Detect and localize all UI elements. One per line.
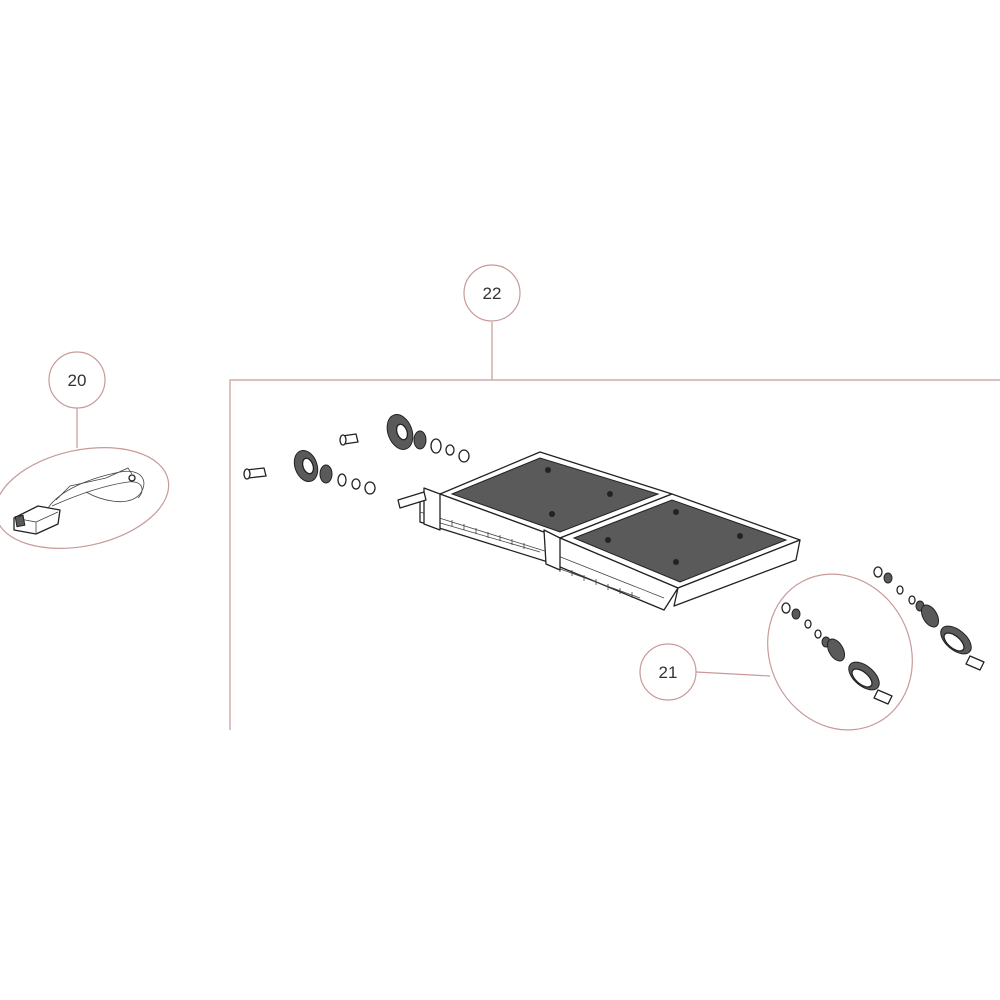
- washer-lower-1: [319, 464, 333, 484]
- washer-21-2: [791, 608, 801, 620]
- bolt-21: [873, 689, 893, 705]
- switch-body: [13, 505, 61, 535]
- callout-22-bubble: [463, 264, 521, 322]
- washer-21-6: [873, 566, 883, 578]
- sliding-table-part[interactable]: [397, 451, 801, 611]
- callout-20[interactable]: 20: [0, 351, 178, 563]
- mesh-clamp-dots: [545, 467, 743, 565]
- callout-21[interactable]: 21: [639, 549, 939, 756]
- table-axle-rod: [397, 491, 427, 509]
- bearing-lower-hub: [301, 457, 315, 475]
- harness-wire-a: [47, 470, 145, 509]
- harness-connector: [128, 474, 136, 482]
- bolt-lower-head: [243, 468, 251, 480]
- hardware-stack-upper[interactable]: [339, 411, 470, 463]
- callout-20-group-ellipse: [0, 447, 170, 549]
- callout-22-label: 22: [483, 284, 502, 303]
- wheel-21-large-outer-face: [943, 632, 965, 652]
- hardware-stack-lower[interactable]: [243, 447, 376, 495]
- callout-20-bubble: [48, 351, 106, 409]
- washer-21-1: [781, 602, 791, 614]
- wheel-21-small: [826, 638, 846, 662]
- callout-21-label: 21: [659, 663, 678, 682]
- wheel-hardware-inside[interactable]: [781, 602, 893, 705]
- switch-terminal: [14, 514, 26, 528]
- callout-21-leader: [695, 671, 771, 677]
- washer-upper-1: [413, 430, 427, 450]
- washer-upper-3: [445, 444, 455, 456]
- washer-21-4: [814, 629, 822, 639]
- washer-21-9: [908, 595, 916, 605]
- harness-wire-b: [51, 481, 143, 507]
- nut-lower: [364, 481, 376, 495]
- washer-21-8: [896, 585, 904, 595]
- table-left-end-plate: [423, 487, 441, 531]
- table-right-mesh: [572, 499, 788, 583]
- washer-upper-2: [430, 438, 442, 454]
- callout-20-label: 20: [68, 371, 87, 390]
- callout-21-group-ellipse: [767, 573, 913, 731]
- table-left-mesh: [450, 457, 660, 533]
- bolt-upper-head: [339, 434, 347, 446]
- callout-22-bracket: [229, 379, 1000, 730]
- bolt-21-outer: [965, 655, 985, 671]
- wheel-21-large-face: [851, 668, 873, 688]
- harness-wire-c: [55, 467, 133, 501]
- bearing-upper-hub: [395, 423, 409, 441]
- washer-21-3: [804, 619, 812, 629]
- table-center-divider: [543, 529, 561, 571]
- washer-lower-2: [337, 473, 347, 487]
- wheel-hardware-outside[interactable]: [873, 566, 985, 671]
- washer-21-7: [883, 572, 893, 584]
- callout-22[interactable]: 22: [229, 264, 1000, 730]
- table-right-skirt: [673, 539, 801, 607]
- nut-upper: [458, 449, 470, 463]
- switch-harness-part[interactable]: [13, 467, 145, 535]
- wheel-21-small-outer: [920, 604, 940, 628]
- washer-lower-3: [351, 478, 361, 490]
